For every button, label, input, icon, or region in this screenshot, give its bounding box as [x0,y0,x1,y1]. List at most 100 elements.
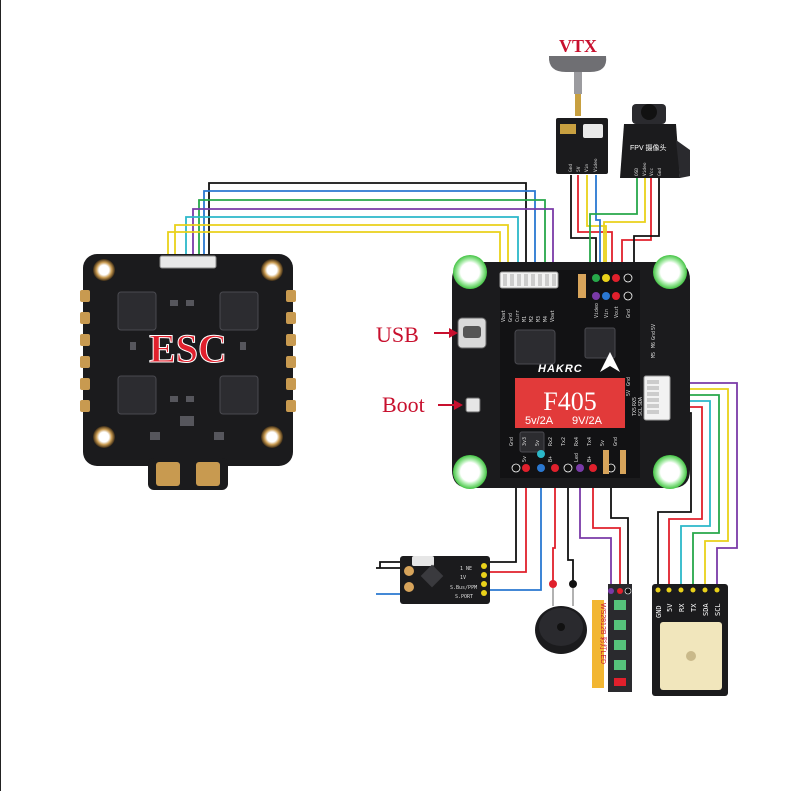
fc-bottom-row2-labels: 5v B+ Led B+ [522,453,593,462]
svg-text:Vbat: Vbat [501,310,507,322]
svg-text:Video: Video [594,303,600,318]
svg-text:5V: 5V [666,603,674,612]
esc-board: ESC [80,254,296,490]
svg-text:OSD: OSD [634,168,640,176]
buzzer [535,580,587,654]
svg-text:SCL: SCL [638,407,644,416]
svg-text:Gnd: Gnd [626,377,632,386]
fc-power-9v: 9V/2A [572,415,603,427]
wire-esc-blue [203,190,536,273]
wire-esc-yellow [174,224,509,273]
svg-text:5v: 5v [600,440,606,446]
wire-esc-purple [192,208,554,273]
svg-text:5V: 5V [651,324,657,330]
esc-mount-hole [261,426,283,448]
svg-text:Gnd: Gnd [508,313,514,322]
wire-vtx-blue [595,175,601,272]
boot-label: Boot [382,392,425,417]
svg-text:1V: 1V [460,575,466,581]
svg-text:M6: M6 [651,342,657,348]
wire-led-black [610,468,629,587]
flight-controller: Vbat Gnd Curr M1 M2 M3 M4 Vbat Video Vin… [452,255,690,489]
fc-chips [514,327,616,453]
esc-fc-harness [167,182,554,273]
boot-annotation: Boot [382,392,463,417]
fpv-camera: FPV 摄像头 OSD Video Vcc Gnd [620,104,690,178]
svg-text:Tx2: Tx2 [561,437,567,446]
svg-text:Rx4: Rx4 [574,437,580,446]
svg-text:Vin: Vin [584,164,590,172]
wire-vtx-yellow [586,175,607,272]
usb-arrow-icon [449,328,458,338]
wire-buzzer-red [552,468,556,584]
wire-vtx-red [577,175,613,272]
svg-text:SCL: SCL [714,603,722,616]
fc-model-label: F405 [543,387,596,416]
fc-esc-connector [499,271,559,289]
fc-model-badge [515,378,625,428]
fc-mount-hole [653,255,687,289]
svg-text:Curr: Curr [515,310,521,322]
svg-text:Tx4: Tx4 [587,437,593,446]
fc-vtx-pad-labels: Video Vin Vout Gnd [594,303,632,318]
svg-text:5v: 5v [535,440,541,446]
svg-text:Rx2: Rx2 [548,437,554,446]
fc-arrow-icon [600,352,620,372]
vtx-antenna [548,56,607,72]
fc-mount-hole [453,255,487,289]
camera-pad-labels: OSD Video Vcc Gnd [634,162,663,176]
fc-brand-logo: HAKRC [538,363,583,375]
wire-led-red [592,468,621,587]
svg-text:Gnd: Gnd [626,309,632,318]
fc-bottom-pad-labels: Gnd 3v3 5v Rx2 Tx2 Rx4 Tx4 5v Gnd [509,437,619,446]
fc-right-upper-pad-labels: Gnd 5V M5 M6 [651,324,657,358]
svg-text:B+: B+ [548,456,554,462]
wire-esc-yellow2 [167,231,501,273]
svg-text:M1: M1 [522,316,528,322]
usb-label: USB [376,322,419,347]
receiver-pad-labels: 1 NE 1V S.Bus/PPM S.PORT [450,566,477,600]
svg-text:5v: 5v [522,456,528,462]
svg-text:Led: Led [574,453,580,462]
svg-text:Vbat: Vbat [550,310,556,322]
wire-vtx-black [570,175,597,272]
gps-pad-labels: GND 5V RX TX SDA SCL [655,603,722,618]
esc-mount-hole [93,426,115,448]
svg-text:RX5: RX5 [632,397,638,406]
svg-text:Vcc: Vcc [649,168,655,176]
wire-cam-black [633,178,660,272]
svg-text:SDA: SDA [702,603,710,616]
wire-led-purple [579,468,612,587]
svg-text:Gnd: Gnd [651,331,657,340]
esc-mount-hole [261,259,283,281]
wire-buzzer-black [567,468,574,584]
led-strip: WS2812B 彩灯LED [592,584,632,692]
wire-gps-purple [660,382,738,587]
esc-label: ESC [149,326,227,371]
fpv-camera-label: FPV 摄像头 [630,143,667,152]
wire-cam-red [621,178,652,272]
svg-text:M5: M5 [651,352,657,358]
svg-text:Gnd: Gnd [613,437,619,446]
svg-text:Gnd: Gnd [657,168,663,176]
svg-text:TX5: TX5 [632,407,638,416]
fc-vtx-pads [578,273,633,301]
fc-power-5v: 5v/2A [525,415,554,427]
svg-text:RX: RX [678,603,686,612]
svg-text:GND: GND [655,605,663,618]
fc-boot-button [465,397,481,413]
wire-gps-green [660,394,720,587]
led-strip-label: WS2812B 彩灯LED [599,603,608,664]
usb-annotation: USB [376,322,458,347]
svg-text:3v3: 3v3 [522,437,528,446]
page-left-border [0,0,1,791]
svg-text:Gnd: Gnd [568,164,574,172]
receiver: 1 NE 1V S.Bus/PPM S.PORT [400,556,490,604]
fc-bottom-pads [511,450,626,474]
vtx-module: VTX Gnd 5V Vin Video [548,36,608,174]
svg-text:5V: 5V [626,390,632,396]
svg-text:TX: TX [690,603,698,612]
wire-gps-yellow [660,388,729,587]
svg-text:SDA: SDA [638,397,644,406]
